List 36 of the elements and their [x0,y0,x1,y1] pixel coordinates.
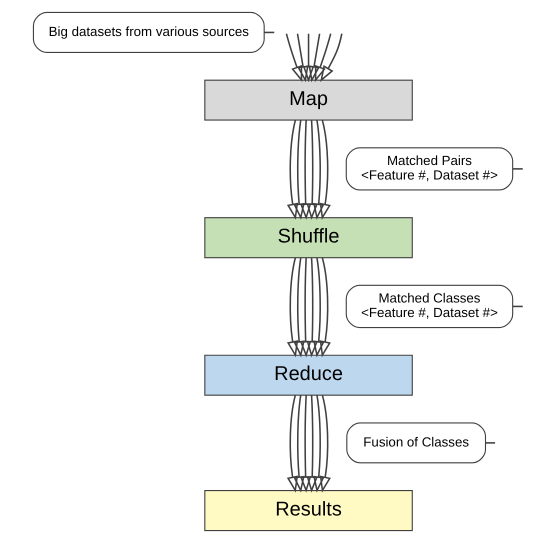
arrow [314,34,343,82]
node-box: Fusion of Classes [346,422,486,464]
node-box: Big datasets from various sources [32,12,265,53]
arrow [286,258,298,358]
connector [264,32,274,34]
connector [512,168,523,170]
node-box: Shuffle [204,217,413,258]
arrow [291,34,314,82]
arrow [306,258,318,358]
arrow [306,120,318,220]
node-box: Map [204,80,413,121]
connector [512,306,523,308]
arrow [320,258,331,358]
arrow [297,34,320,82]
arrow [320,395,331,493]
node-box: Matched Pairs <Feature #, Dataset #> [346,147,514,191]
arrow [302,34,326,82]
arrow [286,120,298,220]
arrow [300,258,312,358]
arrow [306,395,318,493]
arrow [293,258,305,358]
arrow [300,120,312,220]
arrow [286,33,309,82]
arrow [293,120,305,220]
node-box: Matched Classes <Feature #, Dataset #> [346,284,514,328]
arrow [293,395,305,493]
arrow [313,120,324,220]
arrow [313,258,324,358]
node-box: Reduce [204,354,413,396]
arrow [286,395,298,493]
arrow [300,395,312,493]
arrow [308,33,334,82]
arrow [320,120,331,220]
node-box: Results [204,490,413,532]
connector [486,442,496,444]
arrow [313,395,324,493]
